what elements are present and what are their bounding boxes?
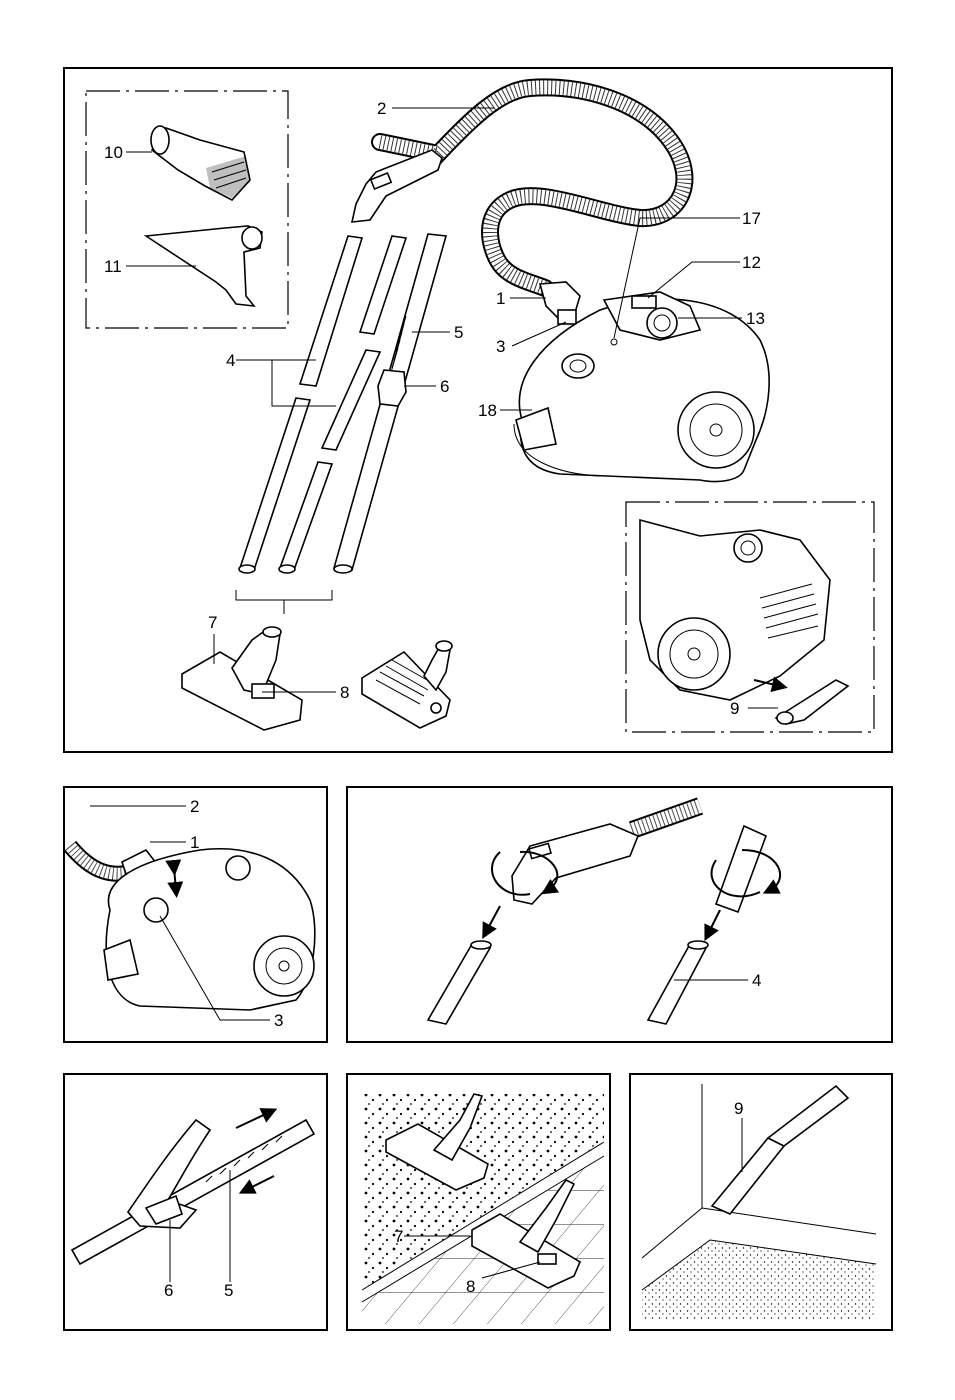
callout-13: 13 — [746, 309, 765, 328]
floor-nozzle-callout-8: 8 — [466, 1277, 475, 1296]
callout-10: 10 — [104, 143, 123, 162]
crevice-callout-9: 9 — [734, 1099, 743, 1118]
callout-9: 9 — [730, 699, 739, 718]
callout-6: 6 — [440, 377, 449, 396]
hose-connect-panel: 2 1 3 — [64, 787, 327, 1042]
callout-12: 12 — [742, 253, 761, 272]
assembly-bracket — [236, 590, 332, 614]
callout-11: 11 — [104, 257, 122, 276]
crevice-use-panel: 9 — [630, 1074, 892, 1330]
floor-nozzle-panel: 7 8 — [347, 1074, 610, 1330]
telescopic-adjust-panel: 6 5 — [64, 1074, 327, 1330]
callout-18: 18 — [478, 401, 497, 420]
hose-connect-callout-3: 3 — [274, 1011, 283, 1030]
floor-nozzle-illustration — [182, 627, 302, 730]
telescopic-callout-6: 6 — [164, 1281, 173, 1300]
vacuum-body-illustration — [514, 292, 769, 482]
overview-panel: 2 10 11 17 12 13 1 5 3 4 6 18 7 8 9 — [64, 68, 892, 752]
hose-connect-callout-2: 2 — [190, 797, 199, 816]
tube-connect-callout-4: 4 — [752, 971, 761, 990]
accessory-inset-frame — [86, 91, 288, 328]
callout-4: 4 — [226, 351, 235, 370]
callout-1: 1 — [496, 289, 505, 308]
callout-7: 7 — [208, 613, 217, 632]
tube-slider-illustration — [378, 370, 406, 406]
telescopic-callout-5: 5 — [224, 1281, 233, 1300]
callout-17: 17 — [742, 209, 761, 228]
callout-8: 8 — [340, 683, 349, 702]
hose-illustration — [352, 87, 684, 324]
floor-nozzle-callout-7: 7 — [394, 1227, 403, 1246]
callout-2: 2 — [377, 99, 386, 118]
turbo-nozzle-illustration — [362, 641, 452, 728]
tube-connect-panel: 4 — [347, 787, 892, 1042]
upholstery-nozzle-illustration — [151, 126, 250, 200]
callout-3: 3 — [496, 337, 505, 356]
hose-connect-callout-1: 1 — [190, 833, 199, 852]
callout-5: 5 — [454, 323, 463, 342]
vacuum-rear-illustration — [640, 520, 848, 724]
